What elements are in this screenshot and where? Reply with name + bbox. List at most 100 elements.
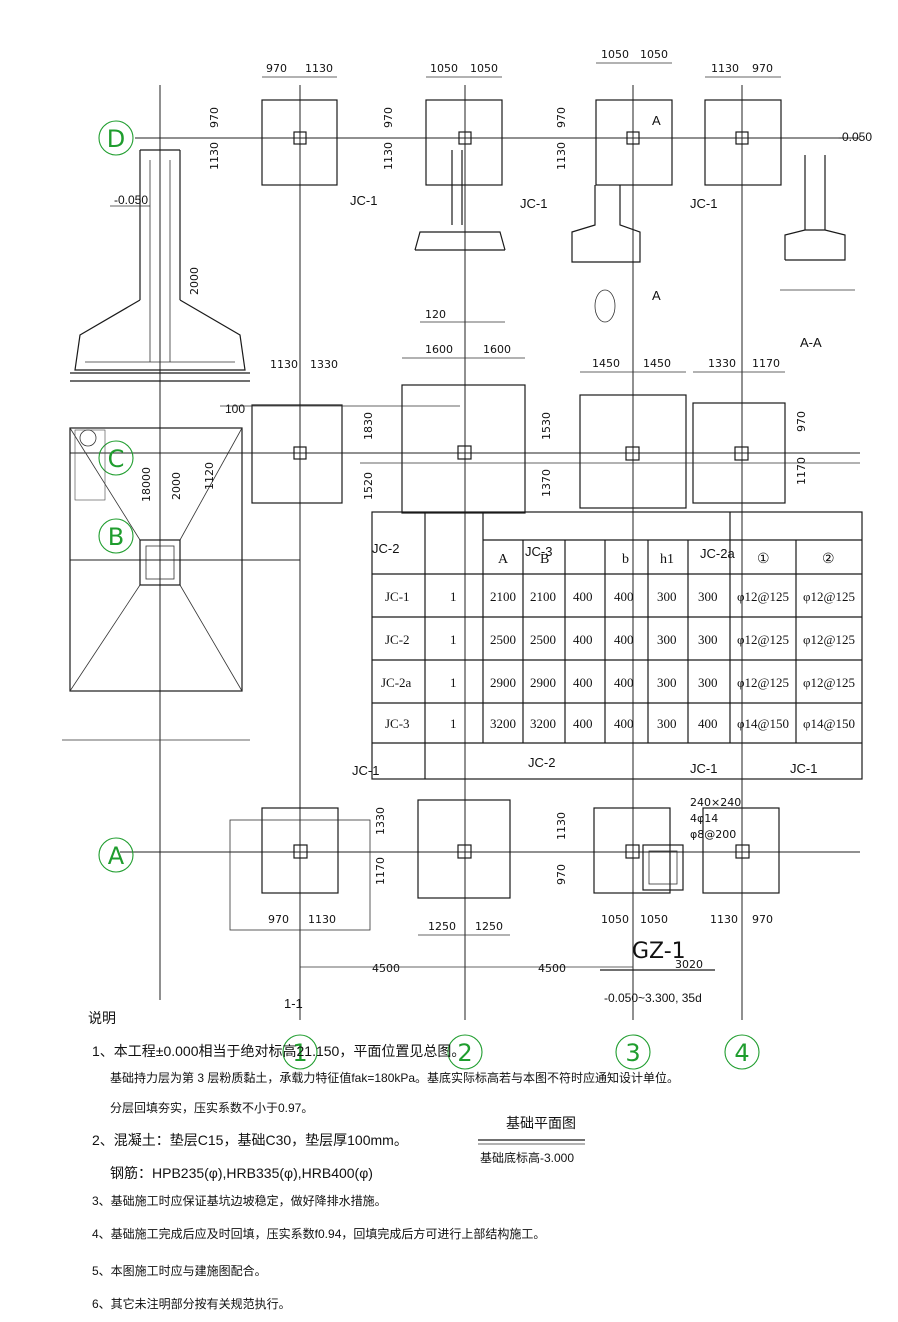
dim-text: 1050: [430, 62, 458, 75]
axis-bubble-4: [724, 1034, 760, 1070]
table-cell: φ12@125: [737, 589, 789, 604]
dim-text: 2000: [188, 267, 201, 295]
grid-bubbles: D C B A 1 2 3 4: [98, 120, 760, 1070]
table-cell: 2900: [530, 675, 556, 690]
table-col-a: A: [498, 552, 509, 567]
dim-text: 1250: [428, 920, 456, 933]
note-1c: 分层回填夯实，压实系数不小于0.97。: [110, 1100, 313, 1115]
dim-text: 1130: [555, 812, 568, 840]
table-row: JC-3 1 3200 3200 400 400 300 400 φ14@150…: [385, 716, 855, 731]
label-jc: JC-1: [690, 761, 717, 776]
dim-text: 2000: [170, 472, 183, 500]
table-cell: 300: [698, 632, 718, 647]
table-cell: 2500: [530, 632, 556, 647]
label-jc: JC-1: [790, 761, 817, 776]
label-jc: JC-1: [690, 196, 717, 211]
table-cell: 1: [450, 716, 457, 731]
table-cell: JC-2a: [381, 675, 412, 690]
dim-text: 1170: [752, 357, 780, 370]
axis-label-a: A: [108, 842, 125, 870]
table-jc3-tag: JC-3: [525, 544, 552, 559]
section-title: 120: [425, 308, 446, 321]
section-11: 1-1: [284, 996, 303, 1011]
table-cell: 400: [698, 716, 718, 731]
dim-text: 1330: [708, 357, 736, 370]
dim-text: 1050: [640, 913, 668, 926]
table-cell: 1: [450, 675, 457, 690]
dim-text: 1130: [270, 358, 298, 371]
grid-lines: [70, 85, 860, 1020]
dim-text: 1520: [362, 472, 375, 500]
plan-subtitle: 基础底标高-3.000: [480, 1150, 574, 1165]
table-row: JC-2a 1 2900 2900 400 400 300 300 φ12@12…: [381, 675, 855, 690]
dim-text: 970: [268, 913, 289, 926]
table-cell: 300: [657, 675, 677, 690]
table-col-r1: ①: [757, 552, 770, 567]
top-footings: 970 1130 970 1130 JC-1 1050 1050 970 113…: [208, 48, 872, 350]
note-1: 1、本工程±0.000相当于绝对标高21.150，平面位置见总图。: [92, 1043, 465, 1059]
axis-bubble-c: [98, 440, 134, 476]
dim-text: 970: [795, 411, 808, 432]
table-cell: φ12@125: [737, 632, 789, 647]
label-jc: JC-1: [352, 763, 379, 778]
table-cell: 400: [573, 716, 593, 731]
dim-text: 1330: [374, 807, 387, 835]
dim-text: 3020: [675, 958, 703, 971]
design-notes: 说明 1、本工程±0.000相当于绝对标高21.150，平面位置见总图。 基础持…: [88, 1010, 679, 1311]
dim-text: 1130: [305, 62, 333, 75]
table-row: JC-2 1 2500 2500 400 400 300 300 φ12@125…: [385, 632, 855, 647]
gz-bars: 4φ14: [690, 812, 718, 825]
dim-text: 18000: [140, 467, 153, 502]
dim-text: 4500: [538, 962, 566, 975]
axis-label-d: D: [107, 125, 125, 153]
table-col-b: B: [540, 552, 549, 567]
axis-bubble-2: [447, 1034, 483, 1070]
dim-text: 1530: [540, 412, 553, 440]
axis-bubble-a: [98, 837, 134, 873]
axis-bubble-1: [282, 1034, 318, 1070]
notes-title: 说明: [88, 1010, 116, 1026]
gz-note: -0.050~3.300, 35d: [604, 991, 702, 1005]
axis-label-c: C: [108, 445, 125, 473]
left-section-detail: 2000 -0.050: [70, 149, 250, 382]
axis-label-3: 3: [625, 1039, 640, 1067]
dim-text: 970: [555, 864, 568, 885]
table-cell: 400: [573, 589, 593, 604]
table-cell: φ12@125: [803, 589, 855, 604]
table-cell: 400: [573, 675, 593, 690]
table-cell: 1: [450, 589, 457, 604]
label-jc: JC-1: [520, 196, 547, 211]
table-cell: 400: [614, 716, 634, 731]
table-cell: φ14@150: [803, 716, 855, 731]
dim-text: 1050: [601, 913, 629, 926]
table-cell: 2100: [490, 589, 516, 604]
elev-label: -0.050: [114, 193, 148, 207]
dim-text: 1130: [382, 142, 395, 170]
table-cell: 300: [698, 589, 718, 604]
note-2: 2、混凝土：垫层C15，基础C30，垫层厚100mm。: [92, 1132, 408, 1148]
table-cell: 3200: [490, 716, 516, 731]
dim-text: 1250: [475, 920, 503, 933]
dim-text: 1600: [425, 343, 453, 356]
axis-bubble-d: [98, 120, 134, 156]
note-3: 3、基础施工时应保证基坑边坡稳定，做好降排水措施。: [92, 1193, 387, 1208]
note-2b: 钢筋：HPB235(φ),HRB335(φ),HRB400(φ): [110, 1165, 373, 1181]
table-cell: 3200: [530, 716, 556, 731]
label-jc: JC-2a: [700, 546, 735, 561]
dim-text: 1050: [470, 62, 498, 75]
note-5: 5、本图施工时应与建施图配合。: [92, 1263, 267, 1278]
gz-dims: 240×240: [690, 796, 741, 809]
gz-stirrup: φ8@200: [690, 828, 736, 841]
dim-text: 1450: [643, 357, 671, 370]
axis-bubble-3: [615, 1034, 651, 1070]
dim-text: 4500: [372, 962, 400, 975]
label-jc: JC-1: [350, 193, 377, 208]
table-cell: 400: [614, 675, 634, 690]
table-cell: 400: [573, 632, 593, 647]
dim-text: 970: [382, 107, 395, 128]
axis-label-1: 1: [292, 1039, 307, 1067]
table-cell: 300: [657, 632, 677, 647]
dim-text: 1050: [640, 48, 668, 61]
table-cell: φ12@125: [803, 675, 855, 690]
table-cell: 1: [450, 632, 457, 647]
